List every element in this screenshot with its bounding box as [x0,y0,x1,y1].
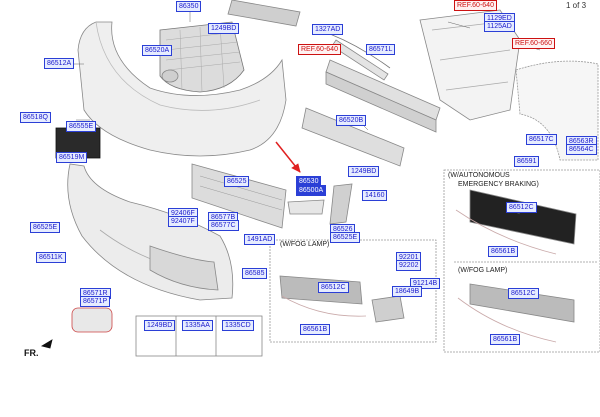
part-label-86571l[interactable]: 86571L [366,44,396,55]
part-label-86512c-autonomous[interactable]: 86512C [506,202,537,213]
front-fender [515,60,599,161]
front-direction-mark: FR. [24,348,39,358]
fog-lamp [371,295,405,323]
part-label-86512a[interactable]: 86512A [44,58,75,69]
part-label-86525[interactable]: 86525 [224,176,250,187]
part-label-91214b[interactable]: 91214B [410,278,441,289]
part-label-86512c-center[interactable]: 86512C [318,282,349,293]
part-label-86577c[interactable]: 86577C [208,220,239,231]
part-label-1125ad[interactable]: 1125AD [484,21,515,32]
part-label-86518q[interactable]: 86518Q [20,112,51,123]
part-label-86555e[interactable]: 86555E [66,121,97,132]
part-label-86511k[interactable]: 86511K [36,252,66,263]
part-label-1249bd-b[interactable]: 1249BD [348,166,380,177]
upper-bumper-cover [77,21,287,157]
section-label-fog-lamp-right: (W/FOG LAMP) [458,267,508,274]
part-label-1327ad[interactable]: 1327AD [312,24,344,35]
part-label-86561b-center[interactable]: 86561B [300,324,331,335]
ref-label-top[interactable]: REF.60-640 [454,0,497,11]
part-label-86561b-autonomous[interactable]: 86561B [488,246,519,257]
part-label-92407f[interactable]: 92407F [168,216,198,227]
part-label-86591[interactable]: 86591 [514,156,540,167]
part-label-86500a-highlighted[interactable]: 86500A [296,185,327,196]
part-label-86571p[interactable]: 86571P [80,296,111,307]
part-label-86561b-fog[interactable]: 86561B [490,334,521,345]
ref-label-right[interactable]: REF.60-660 [512,38,555,49]
fog-lamp-bezel [71,307,113,333]
section-label-autonomous-line1: (W/AUTONOMOUS [448,172,510,179]
energy-absorber [301,107,405,167]
part-label-1335aa[interactable]: 1335AA [182,320,213,331]
page-indicator: 1 of 3 [566,1,587,10]
part-label-92202[interactable]: 92202 [396,260,422,271]
part-label-1249bd[interactable]: 1249BD [208,23,240,34]
part-label-86585[interactable]: 86585 [242,268,268,279]
part-label-1249bd-table[interactable]: 1249BD [144,320,176,331]
part-label-86525e[interactable]: 86525E [330,232,361,243]
part-label-86512c-fog[interactable]: 86512C [508,288,539,299]
part-label-86520a[interactable]: 86520A [142,45,173,56]
part-label-1335cd[interactable]: 1335CD [222,320,254,331]
section-label-autonomous-line2: EMERGENCY BRAKING) [458,181,539,188]
section-label-fog-lamp-center: (W/FOG LAMP) [280,241,330,248]
radiator-support [419,9,521,121]
part-label-86520b[interactable]: 86520B [336,115,367,126]
part-label-18649b[interactable]: 18649B [392,286,423,297]
part-label-86525e-left[interactable]: 86525E [30,222,61,233]
part-label-86350[interactable]: 86350 [176,1,202,12]
ref-label-mid[interactable]: REF.60-640 [298,44,341,55]
lower-grille [191,163,287,229]
part-label-86564c[interactable]: 86564C [566,144,597,155]
part-label-86519m[interactable]: 86519M [56,152,88,163]
part-label-14160[interactable]: 14160 [362,190,388,201]
part-label-1491ad[interactable]: 1491AD [244,234,276,245]
part-label-86517c[interactable]: 86517C [526,134,557,145]
